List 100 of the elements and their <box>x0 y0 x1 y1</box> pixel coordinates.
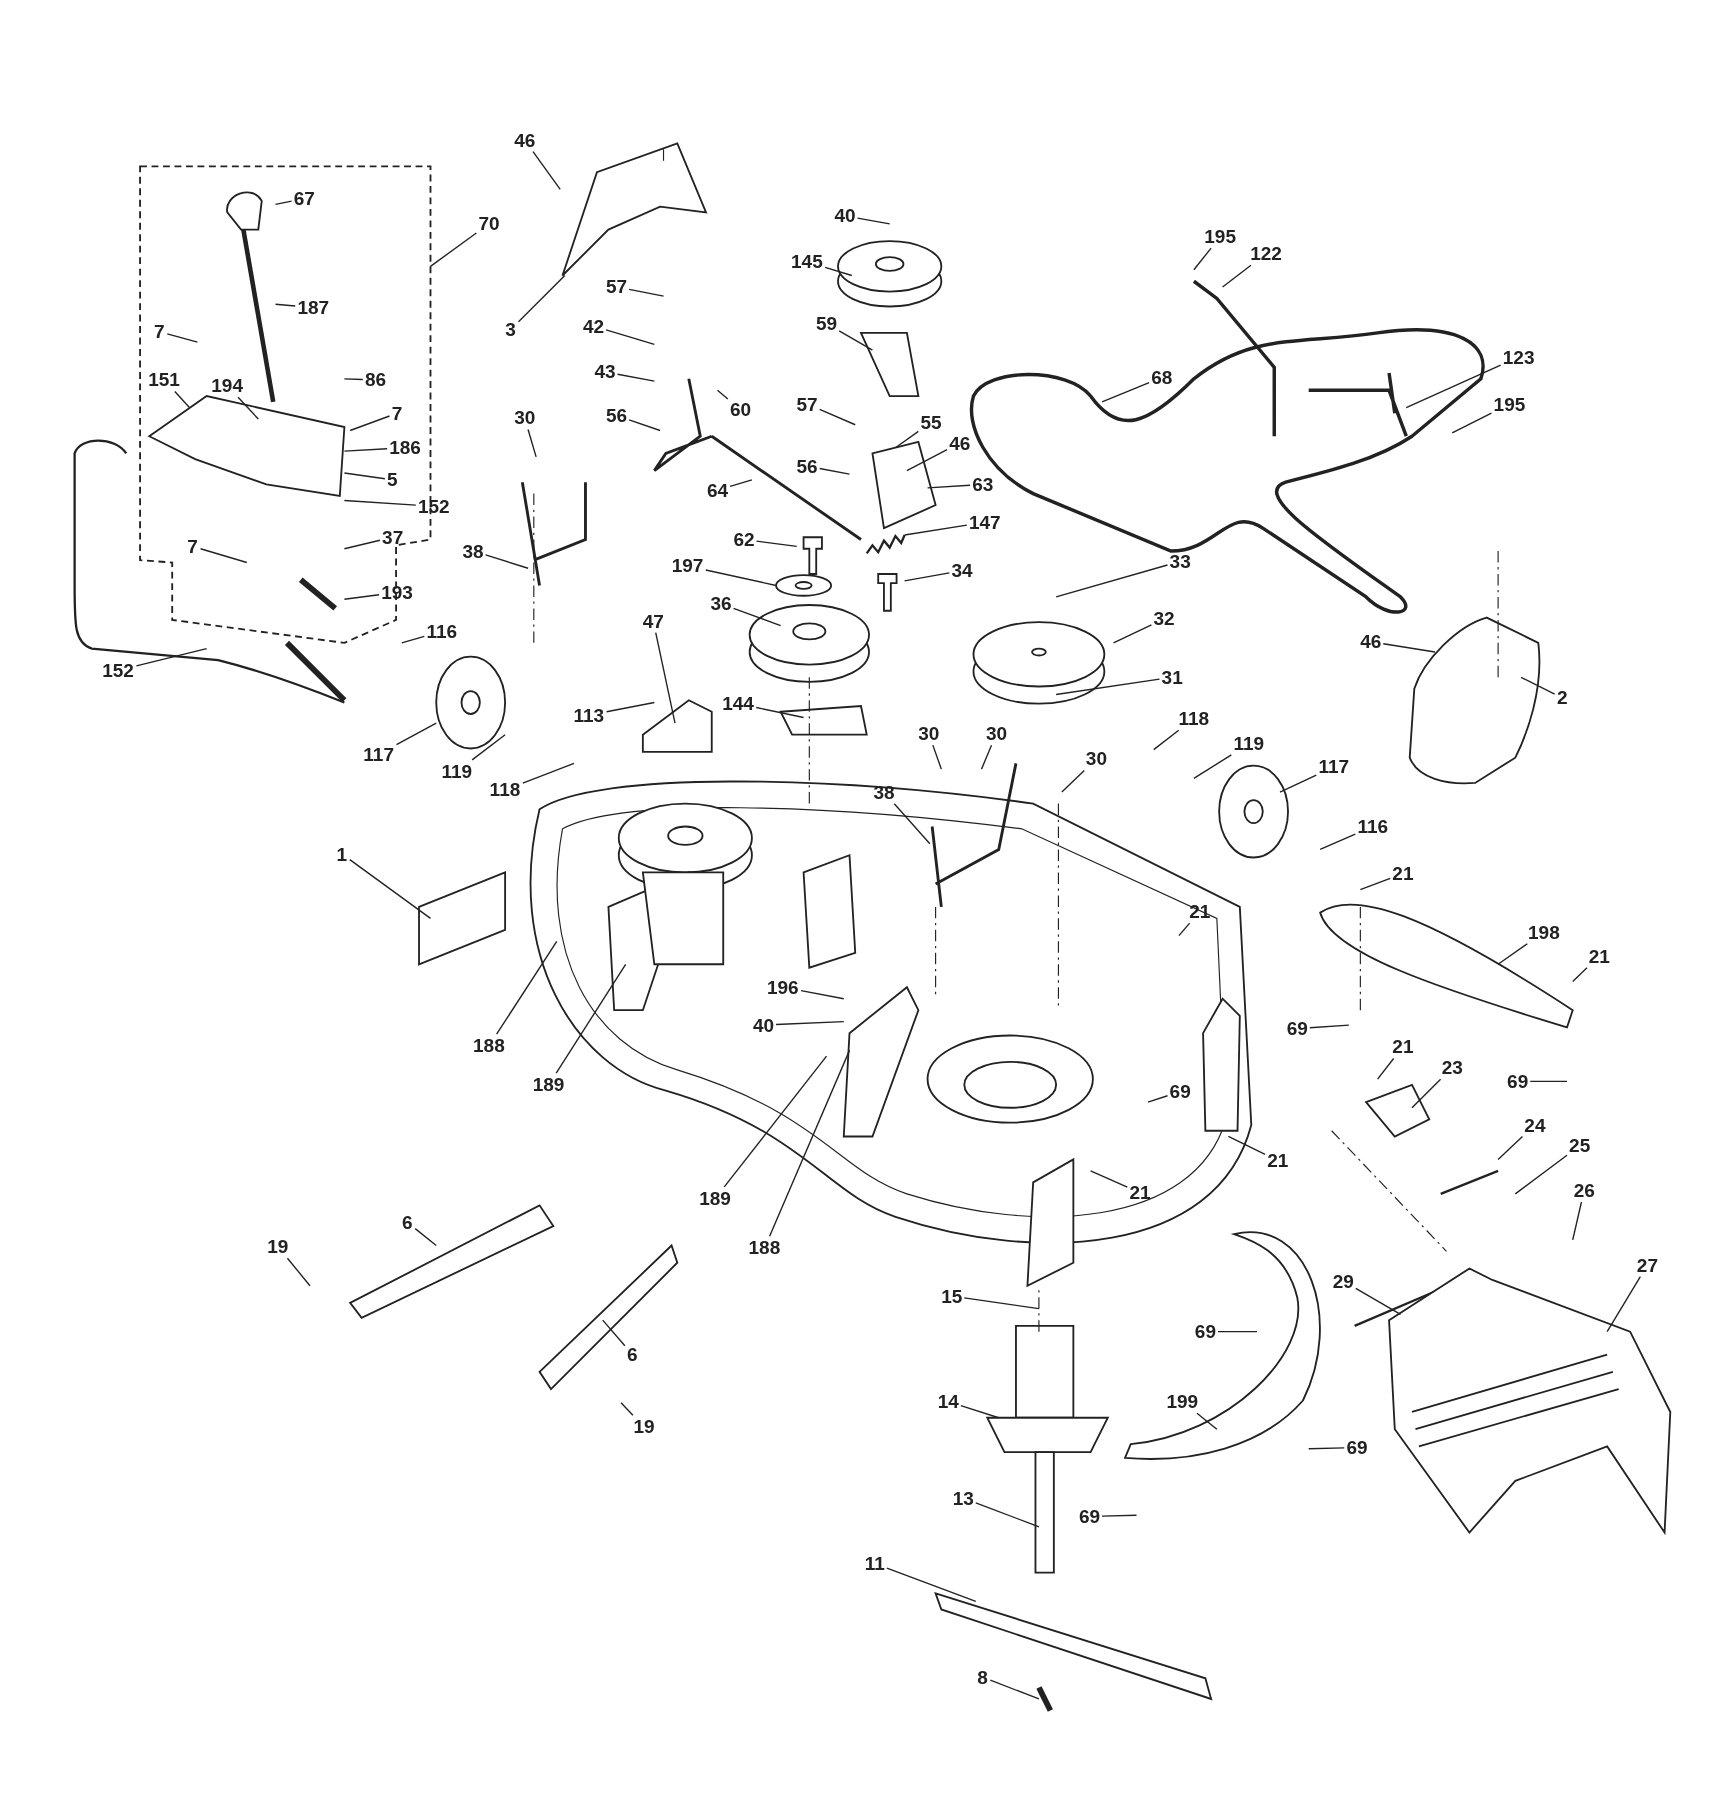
callout-number: 69 <box>1193 1321 1217 1343</box>
callout-number: 113 <box>572 704 606 726</box>
callout-number: 63 <box>971 473 995 495</box>
leader-line <box>1308 1447 1345 1450</box>
callout-number: 14 <box>936 1391 960 1413</box>
callout-number: 152 <box>416 495 451 517</box>
leader-line <box>1520 676 1556 695</box>
leader-line <box>1227 1135 1266 1156</box>
leader-line <box>775 1021 845 1026</box>
leader-line <box>906 448 948 472</box>
leader-line <box>401 635 425 644</box>
leader-line <box>932 744 943 770</box>
leader-line <box>818 408 856 426</box>
callout-number: 116 <box>1356 816 1390 838</box>
leader-line <box>926 484 971 489</box>
callout-number: 21 <box>1391 863 1415 885</box>
leader-line <box>1606 1275 1642 1333</box>
callout-number: 21 <box>1391 1036 1415 1058</box>
callout-number: 56 <box>795 455 819 477</box>
callout-number: 189 <box>531 1074 566 1096</box>
callout-number: 34 <box>950 560 974 582</box>
leader-line <box>199 548 248 564</box>
leader-line <box>903 572 951 582</box>
leader-line <box>1178 922 1191 937</box>
leader-line <box>1279 774 1317 793</box>
callout-number: 147 <box>967 511 1002 533</box>
leader-line <box>1319 833 1356 851</box>
callout-number: 7 <box>153 321 166 343</box>
callout-number: 69 <box>1506 1070 1530 1092</box>
callout-number: 86 <box>363 369 387 391</box>
callout-number: 3 <box>504 318 517 340</box>
callout-number: 37 <box>381 526 405 548</box>
callout-number: 199 <box>1165 1391 1200 1413</box>
callout-number: 31 <box>1160 666 1184 688</box>
leader-line <box>729 479 753 488</box>
leader-line <box>605 329 656 346</box>
callout-number: 46 <box>513 129 537 151</box>
leader-line <box>274 303 296 307</box>
callout-number: 119 <box>1232 733 1266 755</box>
callout-number: 55 <box>919 411 943 433</box>
leader-line <box>532 150 561 191</box>
leader-line <box>174 390 191 409</box>
leader-line <box>628 419 661 432</box>
callout-number: 30 <box>513 407 537 429</box>
leader-line <box>1572 967 1588 983</box>
callout-number: 1 <box>335 843 349 865</box>
callout-number: 26 <box>1572 1179 1596 1201</box>
leader-line <box>343 499 417 506</box>
leader-line <box>1497 943 1529 965</box>
leader-line <box>755 706 805 719</box>
callout-number: 117 <box>362 743 395 765</box>
leader-line <box>135 647 208 667</box>
leader-line <box>732 607 782 627</box>
callout-number: 15 <box>940 1285 964 1307</box>
callout-number: 151 <box>147 369 181 391</box>
leader-line <box>274 200 293 206</box>
callout-number: 13 <box>951 1487 975 1509</box>
callout-number: 69 <box>1077 1505 1102 1527</box>
callout-number: 196 <box>765 976 800 998</box>
leader-line <box>856 217 891 225</box>
leader-line <box>555 963 627 1074</box>
callout-number: 21 <box>1128 1182 1152 1204</box>
leader-line <box>343 448 388 452</box>
leader-line <box>768 1049 851 1237</box>
callout-number: 186 <box>388 437 422 459</box>
leader-line <box>818 467 851 475</box>
leader-line <box>495 940 558 1035</box>
leader-line <box>655 631 676 724</box>
callout-number: 118 <box>1177 708 1211 730</box>
callout-number: 6 <box>401 1212 414 1234</box>
leader-line <box>800 990 845 1000</box>
leader-line <box>349 858 432 920</box>
leader-line <box>484 554 529 569</box>
leader-line <box>522 762 575 784</box>
callout-number: 118 <box>488 779 522 801</box>
callout-number: 57 <box>795 393 819 415</box>
leader-line <box>237 396 259 420</box>
leader-line <box>1193 247 1212 271</box>
callout-number: 40 <box>833 205 857 227</box>
leader-line <box>1309 1024 1350 1029</box>
leader-line <box>527 428 537 458</box>
leader-line <box>1193 754 1232 779</box>
callout-number: 40 <box>751 1014 776 1036</box>
leader-line <box>616 373 656 382</box>
callout-number: 119 <box>440 760 474 782</box>
callout-number: 27 <box>1635 1254 1659 1276</box>
leader-line <box>886 1567 977 1603</box>
leader-line <box>1497 1135 1524 1161</box>
callout-number: 11 <box>863 1553 886 1575</box>
leader-line <box>1196 1412 1218 1430</box>
leader-line <box>349 415 391 432</box>
leader-line <box>1089 1170 1128 1188</box>
leader-line <box>1382 643 1436 653</box>
callout-number: 188 <box>747 1237 782 1259</box>
leader-line <box>1221 264 1252 288</box>
leader-line <box>963 1297 1040 1310</box>
callout-number: 123 <box>1501 346 1536 368</box>
leader-line <box>1101 1514 1138 1517</box>
leader-line <box>989 1679 1040 1700</box>
callout-number: 32 <box>1152 608 1176 630</box>
